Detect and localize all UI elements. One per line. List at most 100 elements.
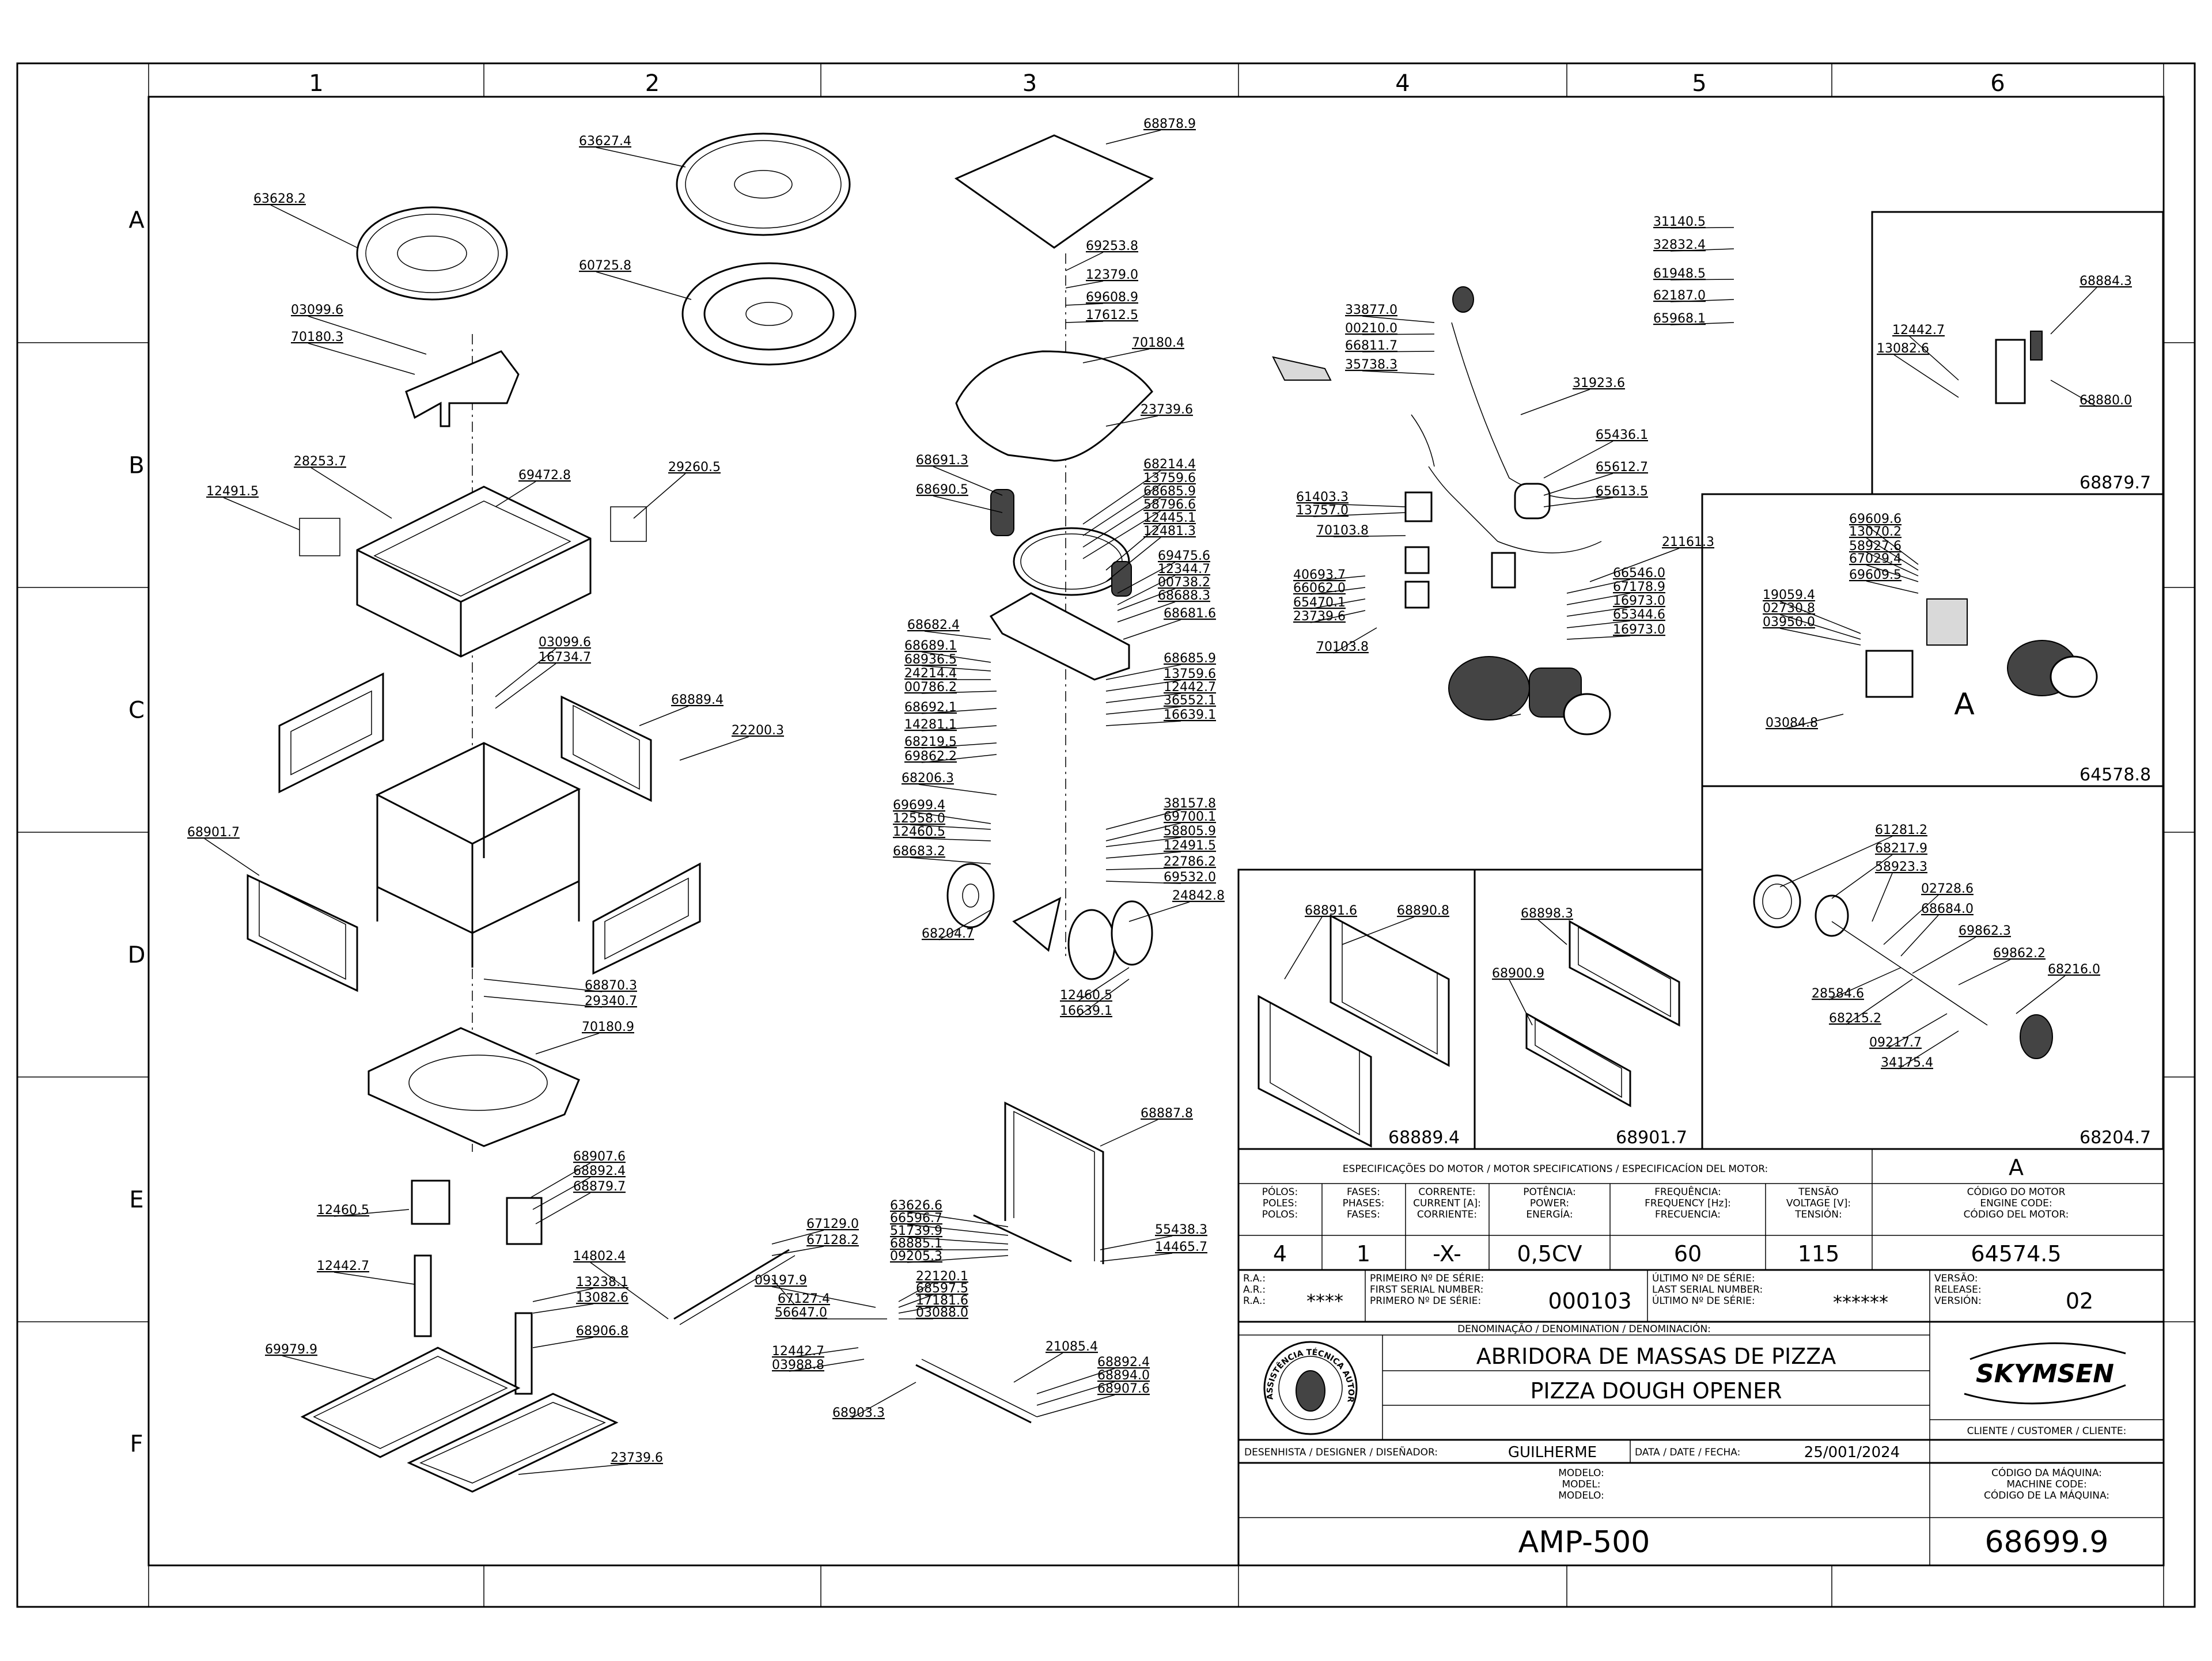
part-callout[interactable]: 63626.6 — [890, 1199, 942, 1213]
part-callout[interactable]: 12491.5 — [1164, 839, 1216, 853]
part-callout[interactable]: 68890.8 — [1397, 904, 1449, 918]
part-callout[interactable]: 38157.8 — [1164, 797, 1216, 811]
part-callout[interactable]: 40693.7 — [1293, 568, 1346, 582]
part-callout[interactable]: 03988.8 — [772, 1358, 824, 1372]
part-callout[interactable]: 69862.3 — [1959, 924, 2011, 938]
part-callout[interactable]: 33877.0 — [1345, 303, 1397, 317]
part-callout[interactable]: 70180.4 — [1132, 336, 1184, 350]
part-callout[interactable]: 66811.7 — [1345, 339, 1397, 353]
part-callout[interactable]: 62187.0 — [1653, 289, 1706, 303]
part-callout[interactable]: 68891.6 — [1305, 904, 1357, 918]
part-callout[interactable]: 13082.6 — [1877, 342, 1929, 356]
part-callout[interactable]: 24842.8 — [1172, 889, 1225, 903]
part-callout[interactable]: 58805.9 — [1164, 824, 1216, 839]
part-callout[interactable]: 02728.6 — [1921, 882, 1974, 896]
part-callout[interactable]: 66546.0 — [1613, 566, 1665, 581]
part-callout[interactable]: 12460.5 — [893, 825, 945, 839]
part-callout[interactable]: 55438.3 — [1155, 1223, 1207, 1237]
part-callout[interactable]: 61948.5 — [1653, 267, 1706, 281]
part-callout[interactable]: 31140.5 — [1653, 215, 1706, 229]
part-callout[interactable]: 66062.0 — [1293, 581, 1346, 596]
part-callout[interactable]: 68204.7 — [922, 927, 974, 941]
part-callout[interactable]: 12558.0 — [893, 811, 945, 826]
part-callout[interactable]: 65613.5 — [1596, 484, 1648, 499]
part-callout[interactable]: 68889.4 — [671, 693, 724, 707]
part-callout[interactable]: 58796.6 — [1143, 498, 1196, 512]
part-callout[interactable]: 69472.8 — [518, 468, 571, 483]
part-callout[interactable]: 51739.9 — [890, 1224, 942, 1238]
part-callout[interactable]: 22786.2 — [1164, 855, 1216, 869]
part-callout[interactable]: 56647.0 — [775, 1306, 827, 1320]
part-callout[interactable]: 13238.1 — [576, 1275, 628, 1290]
part-callout[interactable]: 69532.0 — [1164, 870, 1216, 885]
part-callout[interactable]: 12442.7 — [1892, 323, 1945, 337]
part-callout[interactable]: 13759.6 — [1143, 471, 1196, 486]
part-callout[interactable]: 67128.2 — [806, 1233, 859, 1247]
part-callout[interactable]: 13757.0 — [1296, 503, 1349, 518]
part-callout[interactable]: 02730.8 — [1763, 601, 1815, 616]
part-callout[interactable]: 31923.6 — [1573, 376, 1625, 390]
part-callout[interactable]: 67129.0 — [806, 1217, 859, 1231]
part-callout[interactable]: 68219.5 — [904, 735, 957, 749]
part-callout[interactable]: 00210.0 — [1345, 321, 1397, 336]
part-callout[interactable]: 23739.6 — [611, 1451, 663, 1465]
part-callout[interactable]: 12442.7 — [1164, 680, 1216, 695]
part-callout[interactable]: 12379.0 — [1086, 268, 1138, 282]
part-callout[interactable]: 69608.9 — [1086, 290, 1138, 305]
part-callout[interactable]: 65470.1 — [1293, 596, 1346, 610]
part-callout[interactable]: 12344.7 — [1158, 562, 1210, 577]
part-callout[interactable]: 29340.7 — [585, 994, 637, 1008]
part-callout[interactable]: 68217.9 — [1875, 841, 1927, 856]
part-callout[interactable]: 14802.4 — [573, 1249, 626, 1264]
part-callout[interactable]: 21085.4 — [1046, 1340, 1098, 1354]
part-callout[interactable]: 68215.2 — [1829, 1011, 1881, 1026]
part-callout[interactable]: 66596.7 — [890, 1211, 942, 1226]
part-callout[interactable]: 70180.3 — [291, 330, 343, 344]
part-callout[interactable]: 65968.1 — [1653, 312, 1706, 326]
part-callout[interactable]: 35738.3 — [1345, 358, 1397, 372]
part-callout[interactable]: 68901.7 — [187, 825, 240, 840]
part-callout[interactable]: 24214.4 — [904, 666, 957, 681]
part-callout[interactable]: 12481.3 — [1143, 524, 1196, 539]
part-callout[interactable]: 34175.4 — [1881, 1056, 1933, 1070]
part-callout[interactable]: 68684.0 — [1921, 902, 1974, 916]
part-callout[interactable]: 13070.2 — [1849, 525, 1902, 539]
part-callout[interactable]: 68206.3 — [902, 771, 954, 786]
part-callout[interactable]: 68892.4 — [1097, 1355, 1150, 1370]
part-callout[interactable]: 03099.6 — [539, 635, 591, 650]
part-callout[interactable]: 14281.1 — [904, 718, 957, 732]
part-callout[interactable]: 69699.4 — [893, 798, 945, 813]
part-callout[interactable]: 12442.7 — [317, 1259, 369, 1273]
part-callout[interactable]: 63627.4 — [579, 134, 631, 149]
part-callout[interactable]: 68936.5 — [904, 653, 957, 667]
part-callout[interactable]: 00738.2 — [1158, 575, 1210, 590]
part-callout[interactable]: 19059.4 — [1763, 588, 1815, 602]
part-callout[interactable]: 70103.8 — [1316, 524, 1369, 538]
part-callout[interactable]: 03099.6 — [291, 303, 343, 317]
part-callout[interactable]: 65436.1 — [1596, 428, 1648, 442]
part-callout[interactable]: 58923.3 — [1875, 860, 1927, 874]
part-callout[interactable]: 12445.1 — [1143, 511, 1196, 525]
part-callout[interactable]: 14465.7 — [1155, 1240, 1207, 1254]
part-callout[interactable]: 17612.5 — [1086, 308, 1138, 323]
part-callout[interactable]: 69475.6 — [1158, 549, 1210, 563]
part-callout[interactable]: 61281.2 — [1875, 823, 1927, 837]
part-callout[interactable]: 12460.5 — [317, 1203, 369, 1218]
part-callout[interactable]: 68685.9 — [1143, 484, 1196, 499]
part-callout[interactable]: 68879.7 — [573, 1180, 626, 1194]
part-callout[interactable]: 68870.3 — [585, 979, 637, 993]
part-callout[interactable]: 21161.3 — [1662, 535, 1714, 549]
part-callout[interactable]: 16973.0 — [1613, 594, 1665, 608]
part-callout[interactable]: 69609.6 — [1849, 512, 1902, 526]
part-callout[interactable]: 68898.3 — [1521, 907, 1573, 921]
part-callout[interactable]: 58927.6 — [1849, 539, 1902, 553]
part-callout[interactable]: 68885.1 — [890, 1237, 942, 1251]
part-callout[interactable]: 68880.0 — [2080, 393, 2132, 408]
part-callout[interactable]: 68597.5 — [916, 1281, 968, 1296]
part-callout[interactable]: 09205.3 — [890, 1249, 942, 1264]
part-callout[interactable]: 69609.5 — [1849, 568, 1902, 582]
part-callout[interactable]: 32832.4 — [1653, 238, 1706, 252]
part-callout[interactable]: 69253.8 — [1086, 239, 1138, 253]
part-callout[interactable]: 67127.4 — [778, 1292, 830, 1306]
part-callout[interactable]: 03950.0 — [1763, 615, 1815, 629]
